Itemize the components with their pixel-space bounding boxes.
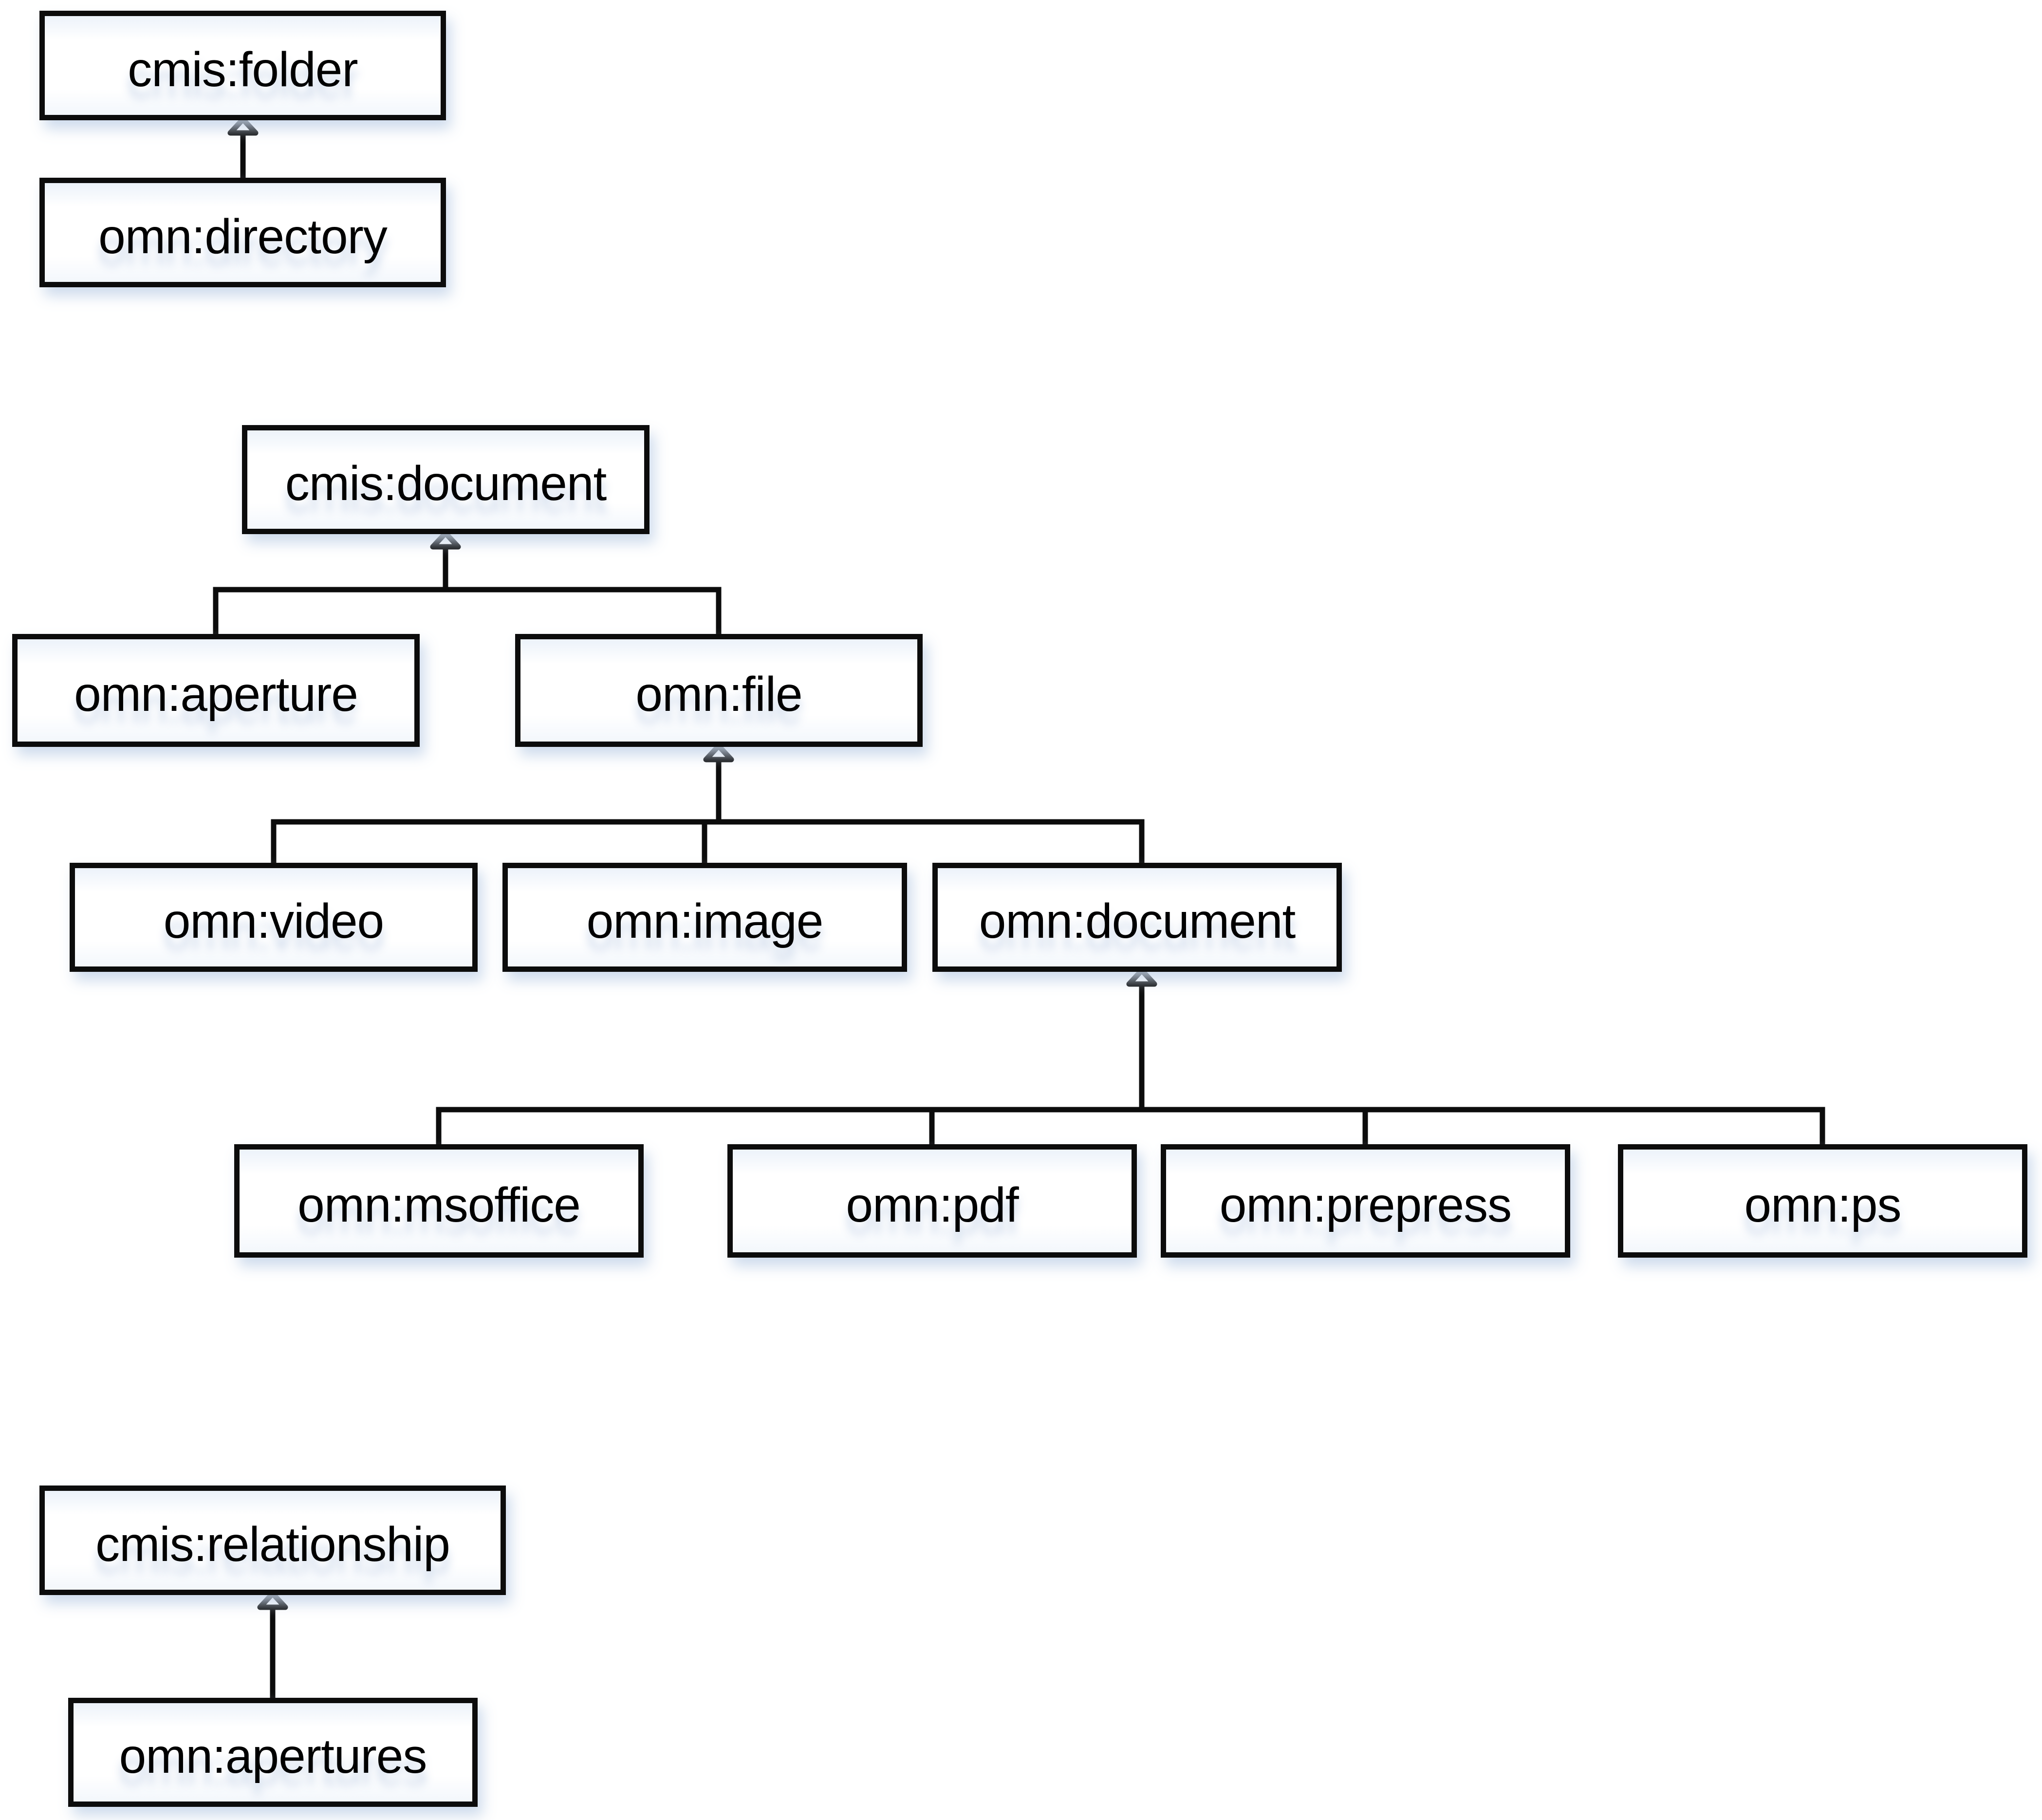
inheritance-triangle-icon	[227, 116, 259, 136]
node-omn-file: omn:file	[515, 634, 923, 747]
node-omn-prepress-label: omn:prepress	[1219, 1177, 1512, 1232]
node-omn-apertures: omn:apertures	[68, 1698, 478, 1807]
edge-cmis-relationship-omn-apertures	[257, 1591, 288, 1698]
edge-tee	[213, 587, 722, 634]
node-cmis-document-label: cmis:document	[285, 456, 607, 511]
edge-tee	[271, 819, 1145, 863]
node-omn-aperture: omn:aperture	[12, 634, 420, 747]
node-omn-directory: omn:directory	[39, 178, 446, 287]
node-cmis-folder: cmis:folder	[39, 11, 446, 120]
node-cmis-relationship: cmis:relationship	[39, 1486, 506, 1595]
node-omn-prepress: omn:prepress	[1161, 1144, 1570, 1258]
node-cmis-relationship-label: cmis:relationship	[95, 1517, 450, 1572]
inheritance-triangle-icon	[1126, 967, 1157, 987]
node-omn-video: omn:video	[70, 863, 478, 972]
node-omn-aperture-label: omn:aperture	[74, 667, 358, 722]
edge-cmis-document-children	[213, 530, 722, 634]
node-cmis-folder-label: cmis:folder	[128, 42, 358, 97]
node-omn-msoffice-label: omn:msoffice	[297, 1177, 581, 1232]
node-omn-pdf: omn:pdf	[727, 1144, 1137, 1258]
edge-cmis-folder-omn-directory	[227, 116, 259, 178]
node-omn-ps-label: omn:ps	[1744, 1177, 1902, 1232]
inheritance-triangle-icon	[430, 530, 461, 550]
node-omn-video-label: omn:video	[163, 894, 384, 948]
node-omn-document: omn:document	[932, 863, 1342, 972]
node-omn-ps: omn:ps	[1618, 1144, 2027, 1258]
node-omn-apertures-label: omn:apertures	[119, 1729, 427, 1783]
node-omn-msoffice: omn:msoffice	[234, 1144, 644, 1258]
node-omn-file-label: omn:file	[635, 667, 802, 722]
node-omn-directory-label: omn:directory	[98, 209, 388, 264]
edge-omn-document-children	[436, 967, 1825, 1144]
inheritance-triangle-icon	[703, 743, 734, 762]
edge-omn-file-children	[271, 743, 1145, 863]
inheritance-triangle-icon	[257, 1591, 288, 1610]
node-omn-document-label: omn:document	[979, 894, 1296, 948]
node-omn-image: omn:image	[502, 863, 907, 972]
node-omn-image-label: omn:image	[586, 894, 824, 948]
edge-tee	[436, 1107, 1825, 1144]
node-cmis-document: cmis:document	[242, 425, 650, 534]
node-omn-pdf-label: omn:pdf	[846, 1177, 1019, 1232]
